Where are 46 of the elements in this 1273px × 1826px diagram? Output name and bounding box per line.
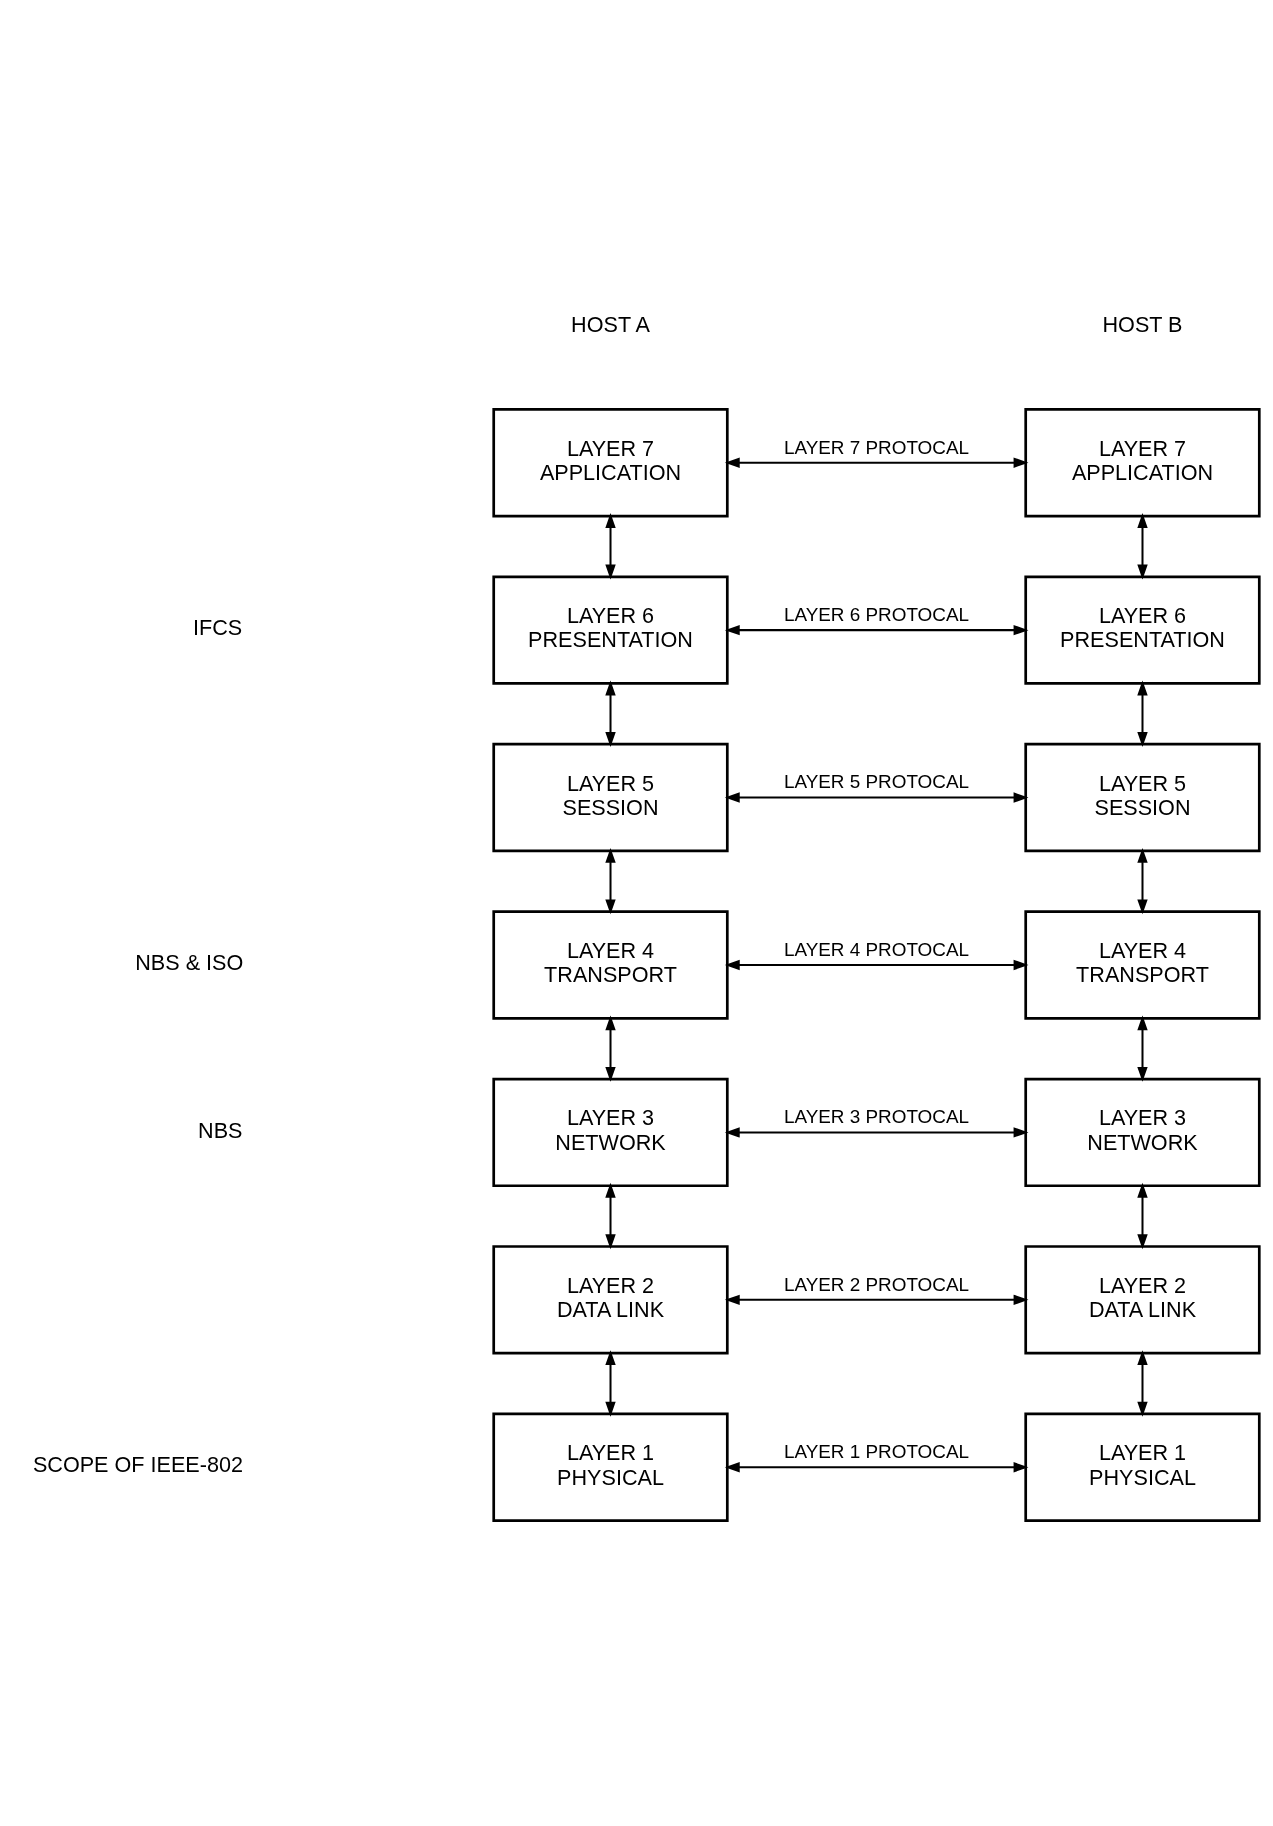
arrow [724,1127,1029,1138]
node-box: LAYER 7 APPLICATION [1024,408,1261,518]
label: HOST B [1102,312,1183,338]
arrow [724,1294,1029,1306]
label: SCOPE OF IEEE-802 [32,1452,243,1478]
arrow [724,457,1029,468]
label: HOST A [571,312,650,338]
node-box: LAYER 1 PHYSICAL [1024,1412,1261,1522]
edge-label: LAYER 3 PROTOCAL [783,1106,970,1128]
arrow [1137,1182,1148,1250]
edge-label: LAYER 6 PROTOCAL [783,603,970,625]
arrow [605,1015,616,1082]
arrow [605,1182,616,1250]
node-box: LAYER 4 TRANSPORT [492,910,729,1020]
edge-label: LAYER 2 PROTOCAL [783,1273,970,1295]
arrow [605,847,616,915]
arrow [605,513,616,580]
node-box: LAYER 6 PRESENTATION [492,575,729,685]
node-box: LAYER 6 PRESENTATION [1024,575,1261,685]
arrow [1137,1350,1148,1417]
arrow [724,959,1029,971]
edge-label: LAYER 5 PROTOCAL [783,771,970,793]
edge-label: LAYER 1 PROTOCAL [783,1441,970,1463]
node-box: LAYER 5 SESSION [492,742,729,853]
node-box: LAYER 1 PHYSICAL [492,1412,729,1522]
arrow [724,624,1029,636]
arrow [605,1350,616,1417]
arrow [724,792,1029,803]
node-box: LAYER 3 NETWORK [492,1077,729,1188]
node-box: LAYER 5 SESSION [1024,742,1261,853]
arrow [1137,513,1148,580]
node-box: LAYER 4 TRANSPORT [1024,910,1261,1020]
arrow [1137,680,1148,747]
label: IFCS [193,615,243,641]
node-box: LAYER 3 NETWORK [1024,1077,1261,1188]
label: NBS [198,1117,243,1143]
edge-label: LAYER 7 PROTOCAL [783,436,970,458]
arrow [1137,1015,1148,1082]
edge-label: LAYER 4 PROTOCAL [783,938,970,960]
arrow [1137,847,1148,915]
arrow [724,1462,1029,1473]
node-box: LAYER 2 DATA LINK [1024,1245,1261,1355]
label: NBS & ISO [135,950,244,976]
arrow [605,680,616,747]
node-box: LAYER 2 DATA LINK [492,1245,729,1355]
node-box: LAYER 7 APPLICATION [492,408,729,518]
